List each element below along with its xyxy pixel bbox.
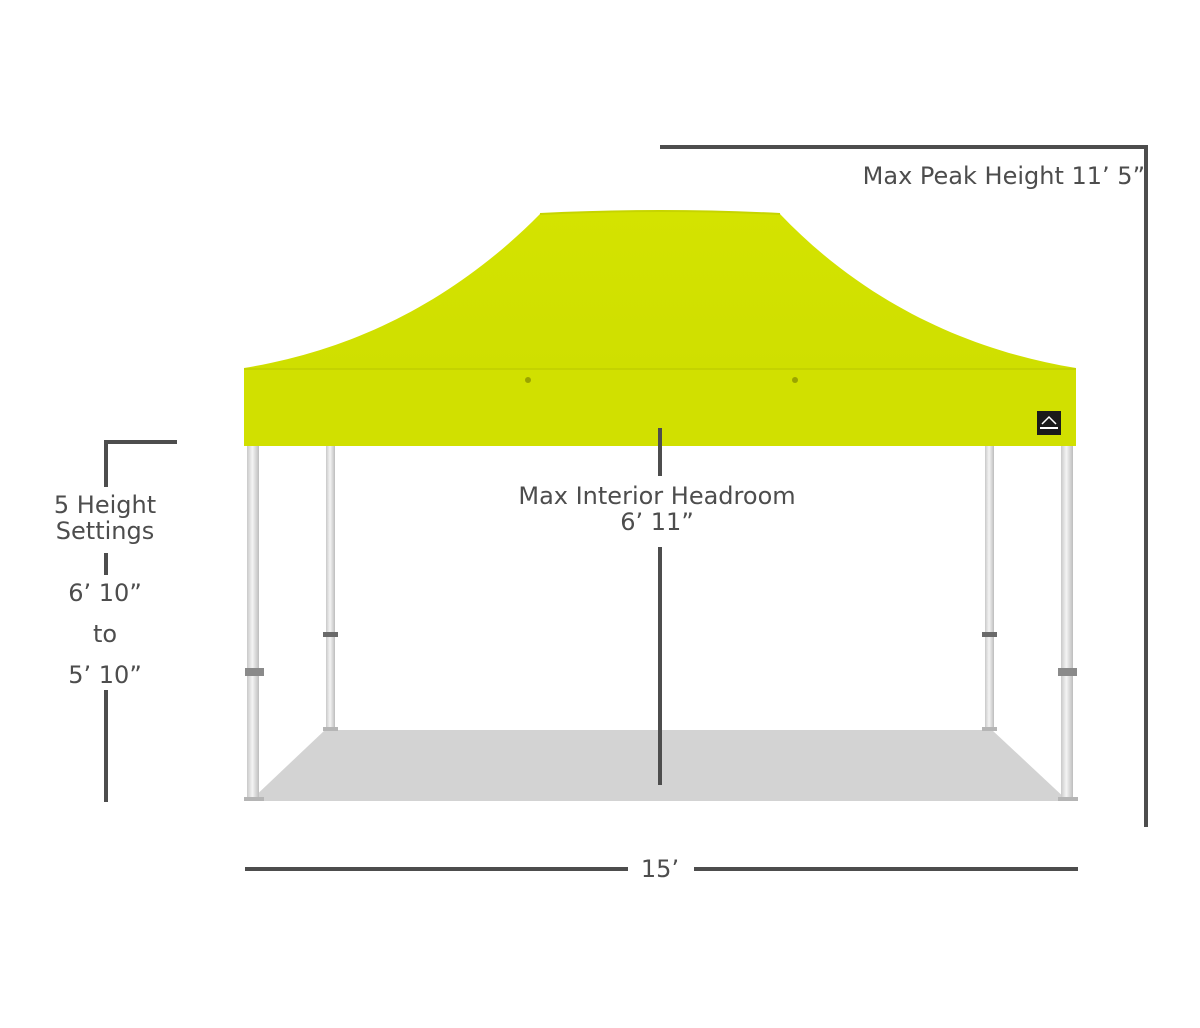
front-right-leg [1058, 445, 1078, 801]
height-settings-dimension-line [104, 440, 177, 802]
interior-headroom-title: Max Interior Headroom [518, 482, 796, 510]
back-left-leg [323, 445, 338, 731]
peak-height-label: Max Peak Height 11’ 5” [862, 162, 1145, 190]
interior-headroom-value: 6’ 11” [620, 508, 694, 536]
height-settings-max: 6’ 10” [68, 579, 142, 607]
canopy-roof [244, 211, 1076, 368]
grommet-left [525, 377, 531, 383]
canopy-peak-ridge [539, 210, 781, 215]
height-settings-title: 5 Height Settings [30, 492, 180, 544]
peak-height-dimension-line [660, 145, 1148, 827]
front-left-leg [244, 445, 264, 801]
height-settings-min: 5’ 10” [68, 661, 142, 689]
grommet-right [792, 377, 798, 383]
height-settings-to: to [92, 620, 118, 648]
height-settings-title-line2: Settings [55, 517, 155, 545]
height-settings-title-line1: 5 Height [53, 491, 157, 519]
back-right-leg [982, 445, 997, 731]
brand-logo-tag-icon [1037, 411, 1061, 435]
width-label: 15’ [640, 855, 680, 883]
interior-headroom-label: Max Interior Headroom 6’ 11” [500, 483, 814, 535]
